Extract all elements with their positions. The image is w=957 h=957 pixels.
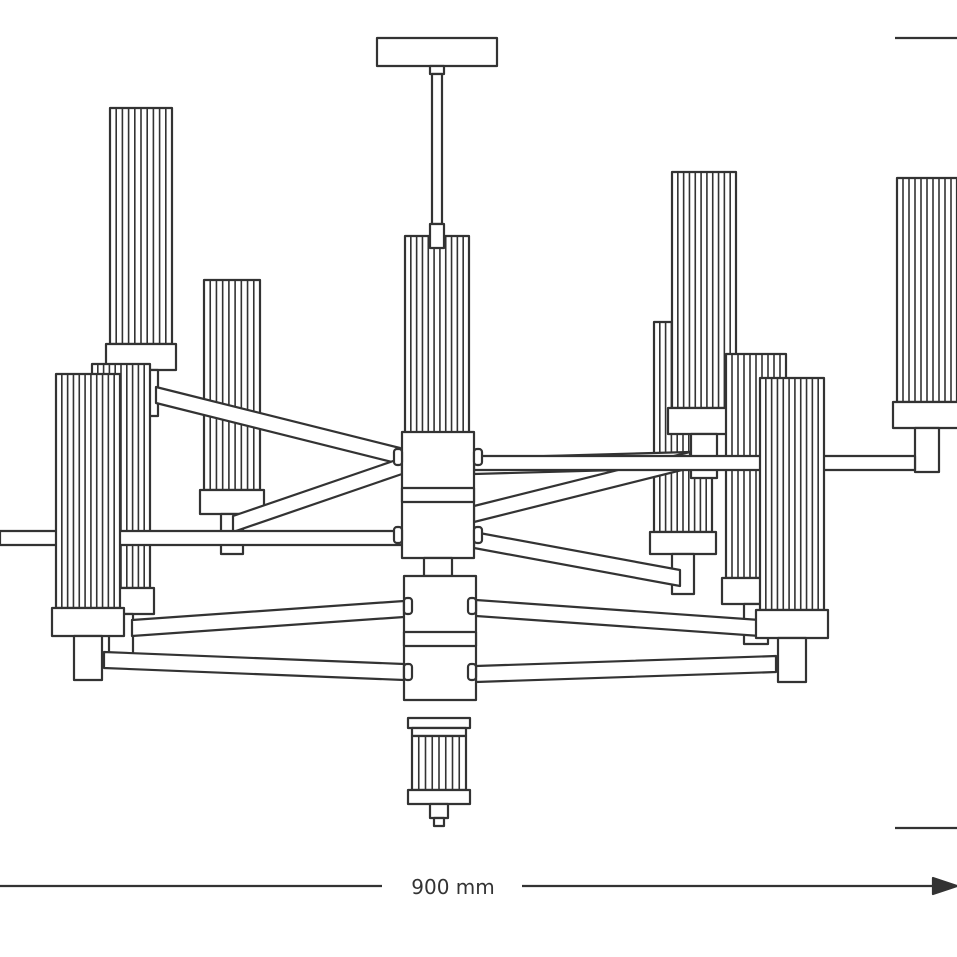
shade-front-left-socket: [72, 634, 104, 682]
dimension-arrowhead: [931, 876, 957, 896]
dimension-label: 900 mm: [411, 875, 495, 899]
arm-lower-right-upper: [474, 598, 762, 638]
bottom-finial: [406, 716, 472, 828]
shade-front-right-glass: [758, 376, 826, 612]
shade-front-right-collar: [754, 608, 830, 640]
lower-hub-knob-2: [466, 596, 478, 616]
lower-hub-band: [402, 630, 478, 648]
hub-neck: [422, 556, 454, 578]
lower-arms: [102, 598, 778, 684]
finial-base: [406, 788, 472, 806]
ceiling-canopy: [375, 36, 499, 68]
upper-hub-knob-1: [392, 447, 404, 467]
upper-hub: [392, 430, 484, 560]
lower-hub-knob-4: [466, 662, 478, 682]
shade-front-left-glass: [54, 372, 122, 610]
shade-back-right-tall: [666, 170, 742, 480]
canopy-connector: [428, 64, 446, 76]
lower-hub: [402, 574, 478, 702]
lower-hub-knob-3: [402, 662, 414, 682]
shade-center-upper-glass: [403, 234, 471, 438]
finial-top-cap: [406, 716, 472, 730]
upper-hub-band: [400, 486, 476, 504]
downrod-coupler: [428, 222, 446, 250]
back-shades: [86, 106, 957, 656]
arm-upper-left-back: [154, 385, 402, 466]
width-dimension: [0, 876, 957, 896]
arm-lower-right-lower: [474, 654, 778, 684]
shade-front-left-collar: [50, 606, 126, 638]
arm-lower-left-upper: [130, 599, 406, 638]
finial-tip: [428, 802, 450, 820]
lower-hub-knob-1: [402, 596, 414, 616]
front-shades: [50, 372, 830, 684]
arm-upper-right-long: [472, 454, 917, 472]
shade-center-upper: [403, 234, 471, 438]
shade-far-right: [891, 176, 957, 474]
upper-hub-knob-4: [472, 525, 484, 545]
shade-front-right: [754, 376, 830, 684]
downrod: [430, 72, 444, 226]
shade-far-right-socket: [913, 426, 941, 474]
center-upper-shade: [403, 234, 471, 438]
shade-back-right-tall-glass: [670, 170, 738, 410]
arm-lower-left-lower: [102, 650, 406, 682]
shade-back-right-narrow-collar: [648, 530, 718, 556]
upper-hub-knob-2: [472, 447, 484, 467]
shade-far-right-collar: [891, 400, 957, 430]
finial-tip-end: [432, 816, 446, 828]
shade-back-left-small-collar: [198, 488, 266, 516]
shade-back-left-small-glass: [202, 278, 262, 492]
shade-front-left: [50, 372, 126, 682]
shade-back-left-small: [198, 278, 266, 556]
shade-front-right-socket: [776, 636, 808, 684]
upper-hub-knob-3: [392, 525, 404, 545]
finial-collar: [410, 726, 468, 738]
